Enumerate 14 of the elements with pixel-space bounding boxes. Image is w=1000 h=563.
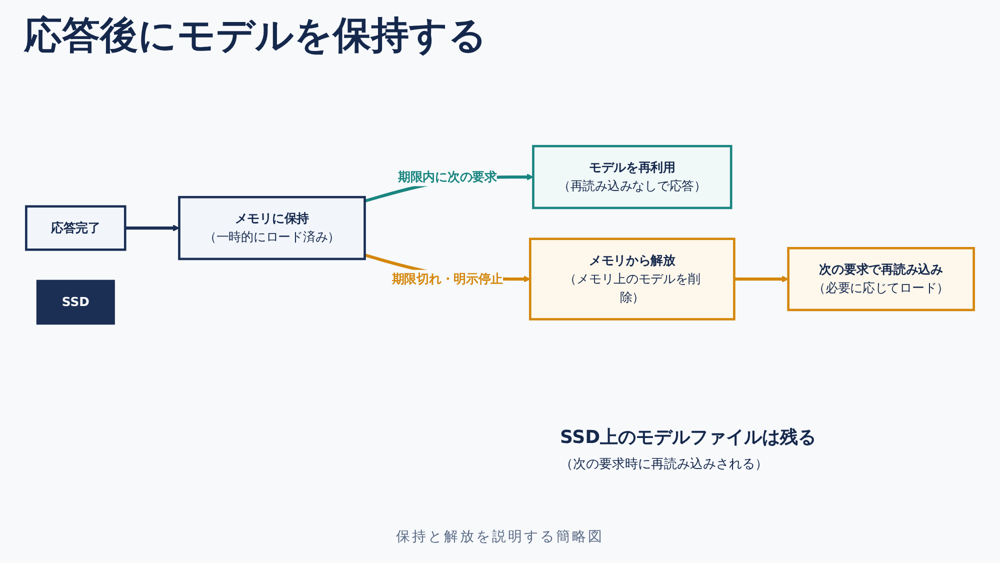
arrow — [125, 224, 180, 232]
caption: 保持と解放を説明する簡略図 — [396, 529, 604, 545]
node-note: （次の要求時に再読み込みされる） — [560, 456, 768, 473]
edge-label: 期限切れ・明示停止 — [392, 271, 504, 286]
node-box: メモリから解放 （メモリ上のモデルを削除） — [528, 238, 736, 320]
node-box: SSD — [36, 280, 115, 325]
title: 応答後にモデルを保持する — [24, 12, 487, 59]
edge-label: 期限内に次の要求 — [398, 169, 497, 184]
node-box: 次の要求で再読み込み （必要に応じてロード） — [787, 246, 975, 312]
node-box: 応答完了 — [25, 205, 126, 251]
node-box: モデルを再利用 （再読み込みなしで応答） — [532, 144, 732, 210]
node-note-heading: SSD上のモデルファイルは残る — [560, 426, 816, 449]
arrow — [734, 276, 789, 282]
node-box: メモリに保持 （一時的にロード済み） — [178, 196, 366, 260]
